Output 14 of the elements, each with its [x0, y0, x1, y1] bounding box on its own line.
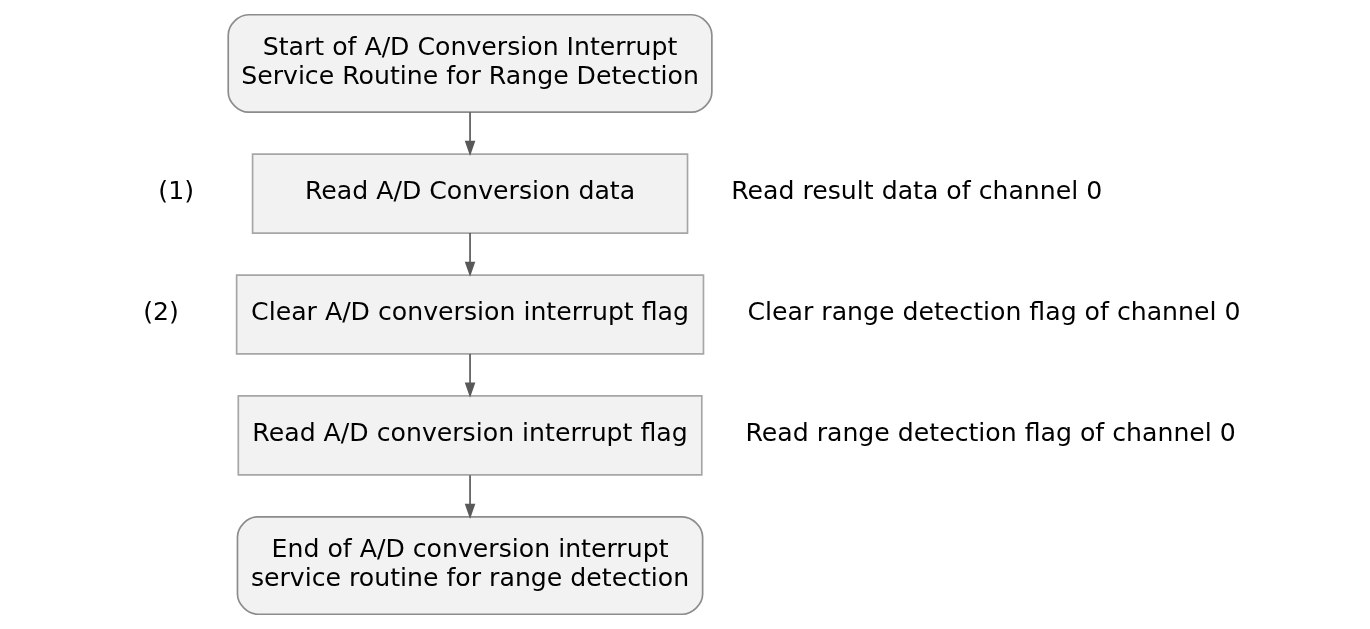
node-box: Read A/D conversion interrupt flag	[237, 395, 703, 476]
node-box: Clear A/D conversion interrupt flag	[235, 274, 705, 355]
node-box: End of A/D conversion interrupt service routine for range detection	[236, 516, 704, 616]
node-box: Read A/D Conversion data	[251, 153, 689, 234]
node-label: Read range detection flag of channel 0	[745, 418, 1236, 448]
label: (1)	[158, 176, 194, 206]
node-box: Start of A/D Conversion Interrupt Service Routine for Range Detection	[227, 13, 713, 113]
label: (2)	[143, 297, 179, 327]
arrow	[464, 353, 476, 398]
node-label: Clear range detection flag of channel 0	[747, 297, 1241, 327]
arrow	[464, 474, 476, 519]
arrow	[464, 232, 476, 277]
node-label: Read result data of channel 0	[731, 176, 1103, 206]
arrow	[464, 111, 476, 156]
